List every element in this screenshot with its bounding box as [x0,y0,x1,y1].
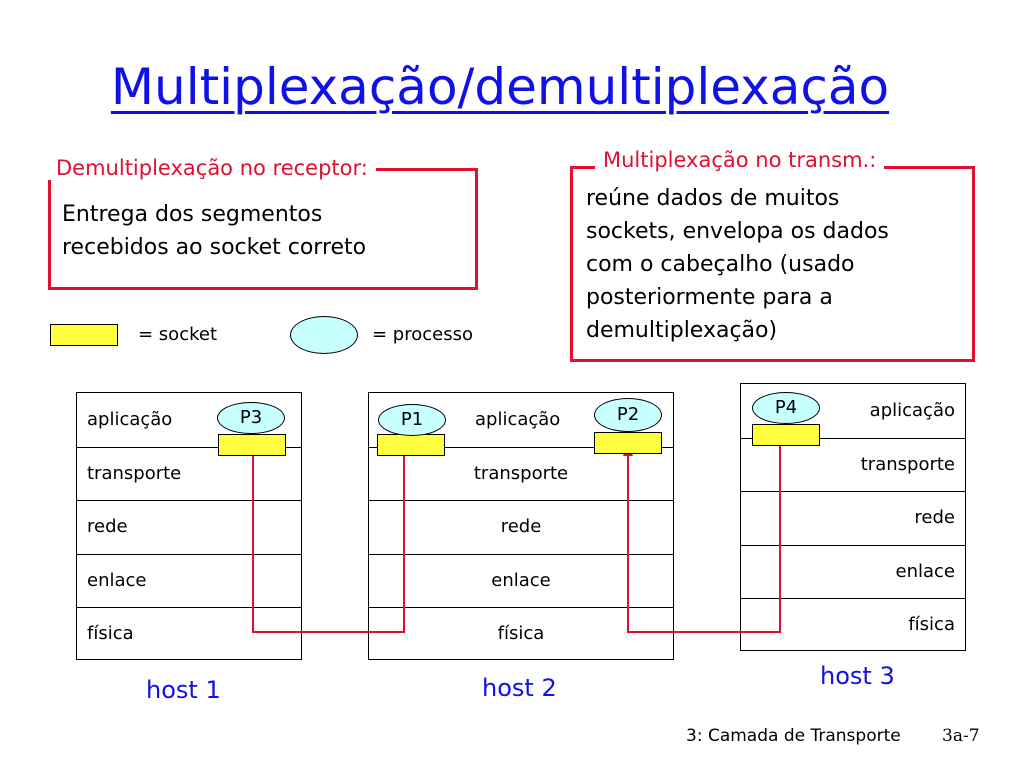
host3-layer-network: rede [741,491,965,545]
host2-label-physical: física [497,623,545,644]
host3-label-physical: física [908,614,955,635]
mux-line-1: reúne dados de muitos [586,186,840,211]
slide-title: Multiplexação/demultiplexação [110,58,890,116]
host2-layer-network: rede [369,500,673,554]
process-p4: P4 [752,392,820,424]
host1-layer-transport: transporte [77,447,301,500]
host3-layer-link: enlace [741,545,965,598]
mux-line-2: sockets, envelopa os dados [586,219,889,244]
host2-layer-link: enlace [369,554,673,607]
host2-label-network: rede [500,516,542,537]
legend-socket-swatch [50,324,118,346]
legend-socket-label: = socket [138,324,218,345]
host1-label-application: aplicação [87,409,173,430]
host1-label-transport: transporte [87,463,182,484]
host2-socket-p1 [377,434,445,456]
demux-box-text: Entrega dos segmentos recebidos ao socke… [62,198,366,264]
host1-label-physical: física [87,623,134,644]
footer-slide-number: 3a-7 [942,726,980,746]
host2-label: host 2 [482,674,557,702]
host3-label-network: rede [914,507,955,528]
demux-line-2: recebidos ao socket correto [62,235,367,260]
host3-label-application: aplicação [869,400,955,421]
process-p3-label: P3 [239,407,263,428]
host1-layer-application: aplicação [77,393,301,447]
legend-process-swatch [290,316,358,354]
host3-label: host 3 [820,662,895,690]
host3-layer-transport: transporte [741,438,965,491]
path-host3-to-host2 [627,436,781,633]
host1-label: host 1 [146,676,221,704]
process-p3: P3 [217,402,285,434]
demux-box-label: Demultiplexação no receptor: [48,156,376,180]
process-p2-label: P2 [616,404,640,425]
host3-layer-physical: física [741,598,965,652]
host2-socket-p2 [594,432,662,454]
mux-line-3: com o cabeçalho (usado [586,252,855,277]
path-host1-to-host2 [252,446,405,633]
mux-box-text: reúne dados de muitos sockets, envelopa … [586,182,889,347]
host1-layer-network: rede [77,500,301,554]
process-p2: P2 [594,398,662,432]
host3-label-link: enlace [895,561,955,582]
host2-layer-application: aplicação [369,393,673,447]
process-p4-label: P4 [774,397,798,418]
host2-label-link: enlace [491,570,551,591]
host1-label-link: enlace [87,570,147,591]
mux-box-label: Multiplexação no transm.: [595,148,885,172]
process-p1-label: P1 [400,409,424,430]
host1-layer-link: enlace [77,554,301,607]
process-p1: P1 [378,404,446,436]
host2-label-application: aplicação [475,409,561,430]
host3-layer-application: aplicação [741,384,965,438]
demux-line-1: Entrega dos segmentos [62,202,323,227]
legend-process-label: = processo [372,324,473,345]
host1-label-network: rede [87,516,128,537]
host2-layer-transport: transporte [369,447,673,500]
host3-socket [752,424,820,446]
host2-layer-physical: física [369,607,673,661]
mux-line-4: posteriormente para a [586,285,833,310]
host1-layer-physical: física [77,607,301,661]
footer-chapter: 3: Camada de Transporte [686,726,901,746]
host3-stack: aplicação transporte rede enlace física [740,383,966,651]
host3-label-transport: transporte [860,454,955,475]
host2-label-transport: transporte [473,463,569,484]
mux-line-5: demultiplexação) [586,318,778,343]
host1-socket [218,434,286,456]
